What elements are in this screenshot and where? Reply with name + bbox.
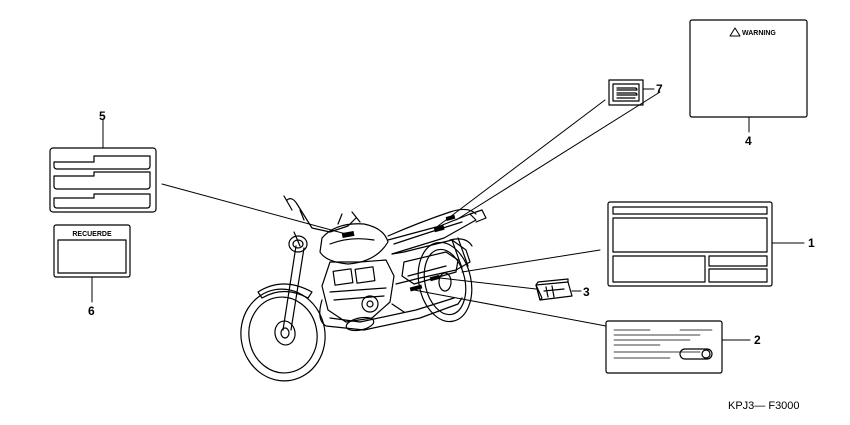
callout-6: 6 bbox=[88, 304, 95, 318]
label-4-decal: WARNING bbox=[689, 19, 808, 118]
label-5-decal bbox=[49, 147, 157, 213]
label-2-decal bbox=[605, 320, 723, 374]
label-1-decal bbox=[607, 201, 773, 287]
callout-3: 3 bbox=[583, 285, 590, 299]
label-3-decal bbox=[535, 278, 573, 301]
diagram-code: KPJ3— F3000 bbox=[728, 400, 800, 412]
callout-4: 4 bbox=[745, 134, 752, 148]
label-7-decal bbox=[608, 79, 644, 106]
leader-lines bbox=[161, 91, 661, 327]
callout-2: 2 bbox=[754, 333, 761, 347]
callout-1: 1 bbox=[808, 236, 815, 250]
label-6-decal: RECUERDE bbox=[53, 224, 131, 278]
motorcycle-illustration bbox=[240, 195, 487, 382]
callout-7: 7 bbox=[656, 82, 663, 96]
warning-text: WARNING bbox=[742, 30, 776, 37]
warning-triangle-icon bbox=[729, 27, 741, 37]
callout-5: 5 bbox=[99, 109, 106, 123]
recuerde-text: RECUERDE bbox=[72, 231, 112, 238]
